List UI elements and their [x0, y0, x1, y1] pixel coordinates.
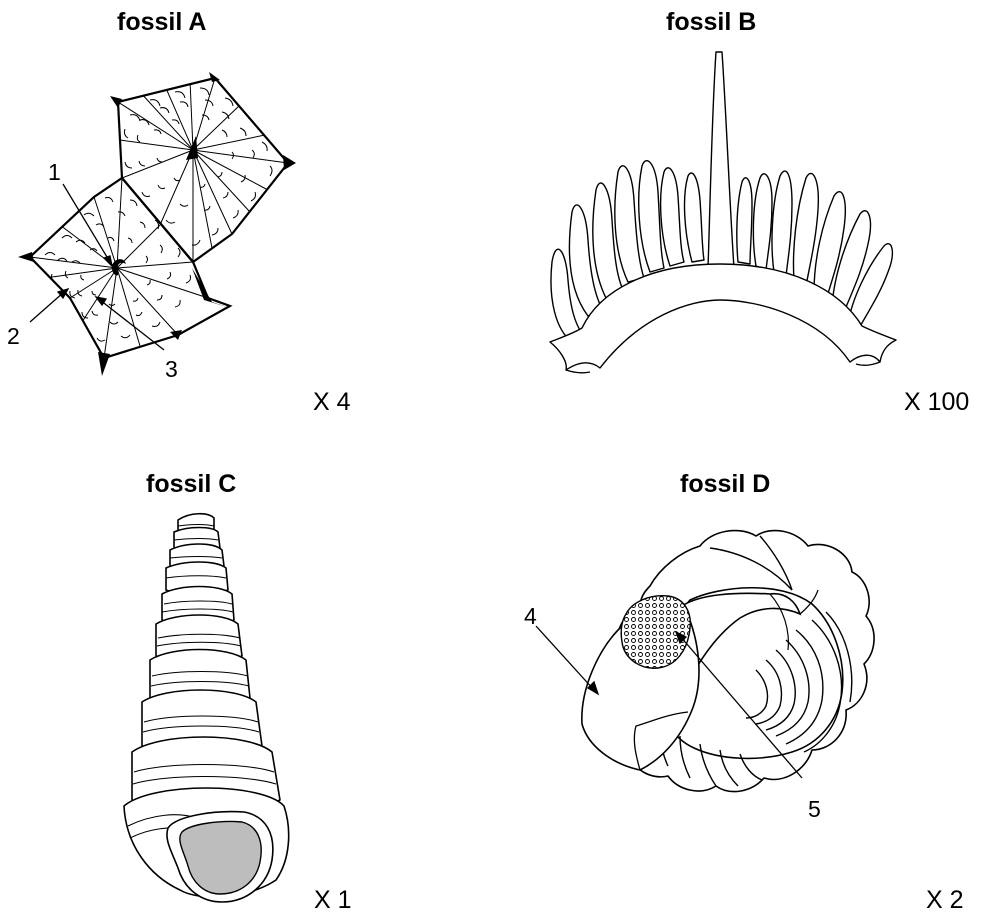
fossil-d-label-5: 5: [808, 796, 821, 822]
fossil-d-label-4: 4: [524, 603, 537, 629]
